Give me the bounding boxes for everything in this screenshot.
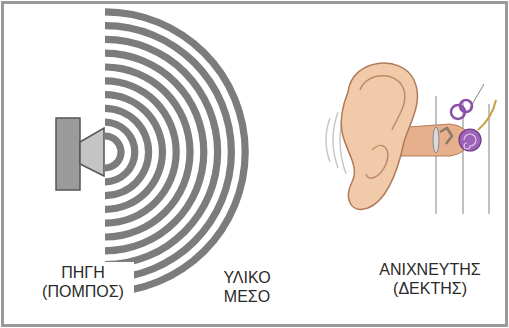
wave-arc bbox=[105, 132, 125, 171]
speaker-symbol bbox=[56, 118, 104, 190]
ear-illustration bbox=[326, 63, 496, 214]
part-label: ΠΗΓΗ (ΠΟΜΠΟΣ) bbox=[32, 262, 134, 302]
wave-arc bbox=[105, 8, 249, 296]
part-label: ΑΝΙΧΝΕΥΤΗΣ (ΔΕΚΤΗΣ) bbox=[357, 259, 503, 299]
frame bbox=[3, 3, 507, 326]
wave-arc bbox=[105, 119, 138, 186]
sound-waves bbox=[105, 8, 249, 296]
wave-arc bbox=[105, 91, 166, 213]
wave-arc bbox=[105, 105, 152, 199]
part-label: ΥΛΙΚΟ ΜΕΣΟ bbox=[204, 267, 290, 307]
